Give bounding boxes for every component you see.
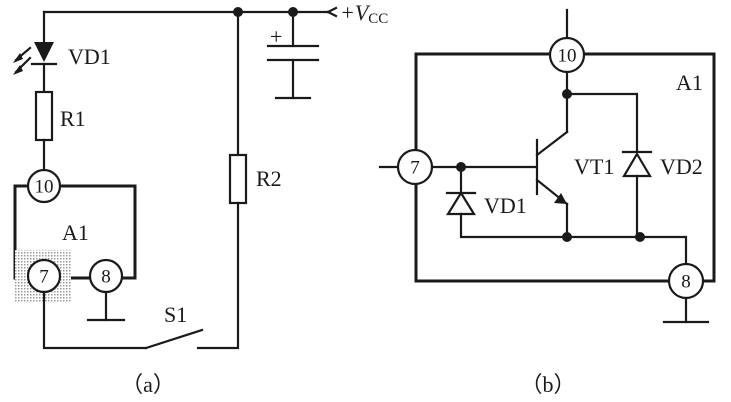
caption-a: （a） [121,372,175,397]
pin-8-label: 8 [101,267,111,288]
ic-label-b: A1 [676,70,703,95]
switch-label: S1 [164,302,187,327]
vd2-label: VD2 [660,154,703,179]
pin-10-b-label: 10 [558,46,577,67]
wire [565,235,688,266]
switch-s1 [144,328,204,350]
ic-a1-box [13,184,137,280]
diode-vd2 [621,150,653,239]
vd1-label: VD1 [484,193,527,218]
circuit-b: A1 10 7 VD1 VT1 [378,8,716,397]
r1-label: R1 [60,106,86,131]
capacitor: + [266,10,320,100]
ic-label: A1 [62,220,89,245]
wire [196,201,240,350]
pin-7-b-label: 7 [410,158,420,179]
circuit-a: +VCC + R2 VD1 [13,0,388,397]
vcc-label: +VCC [340,0,388,27]
transistor-vt1 [535,130,569,239]
pin-10-label: 10 [35,177,54,198]
r2-label: R2 [256,166,282,191]
vcc-arrow [326,6,338,18]
capacitor-plus: + [270,24,282,49]
pin-10 [26,168,62,204]
led-vd1 [13,10,58,94]
resistor-r1 [34,90,54,142]
pin-8-b-label: 8 [681,272,691,293]
vt1-label: VT1 [574,154,614,179]
wire [565,92,639,152]
diode-vd1 [445,165,569,239]
pin-7-label: 7 [39,267,49,288]
led-label: VD1 [68,44,111,69]
wire [42,290,148,350]
resistor-r2 [228,153,248,205]
caption-b: （b） [520,372,575,397]
